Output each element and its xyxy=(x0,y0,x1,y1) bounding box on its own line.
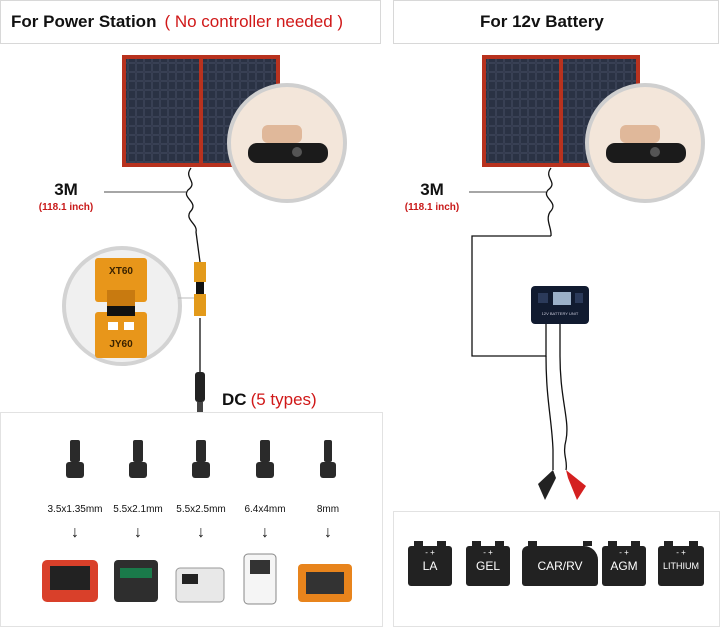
cable-length-left: 3M (118.1 inch) xyxy=(30,180,102,213)
solar-panel-left xyxy=(122,55,280,167)
charge-controller xyxy=(531,286,589,324)
header-note: ( No controller needed ) xyxy=(164,12,344,31)
down-arrow-icon: ↓ xyxy=(71,524,79,541)
dc-plug xyxy=(195,372,205,412)
cable-left xyxy=(104,167,201,372)
plug-size-item: 6.4x4mm ↓ xyxy=(225,504,305,541)
length-inches: (118.1 inch) xyxy=(38,202,94,213)
solar-panel-right xyxy=(482,55,640,167)
header-power-station: For Power Station ( No controller needed… xyxy=(0,0,381,44)
battery-symbols: - + xyxy=(676,548,686,557)
battery-type-label: CAR/RV xyxy=(537,559,583,573)
zoom-xt60 xyxy=(62,246,194,366)
down-arrow-icon: ↓ xyxy=(261,524,269,541)
dc-label: DC(5 types) xyxy=(222,390,317,410)
battery-symbols: - + xyxy=(619,548,629,557)
plug-tips xyxy=(66,440,336,478)
battery-type-label: GEL xyxy=(475,559,500,573)
power-stations xyxy=(42,553,352,605)
length-meters: 3M xyxy=(420,180,444,199)
length-inches: (118.1 inch) xyxy=(404,202,460,213)
header-title: For 12v Battery xyxy=(480,12,604,31)
controller-label: 12V BATTERY UNIT xyxy=(541,311,579,316)
battery-type-label: AGM xyxy=(610,559,638,573)
down-arrow-icon: ↓ xyxy=(134,524,142,541)
down-arrow-icon: ↓ xyxy=(197,524,205,541)
plug-size-item: 8mm ↓ xyxy=(288,504,368,541)
plug-size-label: 5.5x2.5mm xyxy=(176,504,226,515)
battery-clips xyxy=(538,470,586,500)
cable-length-right: 3M (118.1 inch) xyxy=(396,180,468,213)
plug-size-item: 3.5x1.35mm ↓ xyxy=(35,504,115,541)
battery-type-label: LA xyxy=(422,559,438,573)
down-arrow-icon: ↓ xyxy=(324,524,332,541)
header-title: For Power Station xyxy=(11,12,157,31)
battery-type-label: LITHIUM xyxy=(663,561,699,571)
plug-size-item: 5.5x2.1mm ↓ xyxy=(98,504,178,541)
battery-symbols: - + xyxy=(425,548,435,557)
battery-icon: - + GEL xyxy=(466,541,510,586)
zoom-connector-left xyxy=(227,83,347,203)
connector-label-top: XT60 xyxy=(109,266,133,277)
dc-types: (5 types) xyxy=(250,390,317,409)
battery-icon: - + LITHIUM xyxy=(658,541,704,586)
battery-icon: - + AGM xyxy=(602,541,646,586)
battery-icon: - + LA xyxy=(408,541,452,586)
plug-size-item: 5.5x2.5mm ↓ xyxy=(161,504,241,541)
plug-size-label: 6.4x4mm xyxy=(244,504,286,515)
zoom-connector-right xyxy=(585,83,705,203)
length-meters: 3M xyxy=(54,180,78,199)
dc-title: DC xyxy=(222,390,247,409)
header-12v-battery: For 12v Battery xyxy=(393,0,719,44)
battery-symbols: - + xyxy=(483,548,493,557)
cable-right xyxy=(469,167,568,471)
rv-icon: CAR/RV xyxy=(522,541,598,586)
connector-label-bottom: JY60 xyxy=(109,339,133,350)
plug-size-label: 5.5x2.1mm xyxy=(113,504,163,515)
xt60-connector-small xyxy=(194,262,206,316)
plug-size-label: 8mm xyxy=(316,504,340,515)
plug-size-label: 3.5x1.35mm xyxy=(47,504,103,515)
